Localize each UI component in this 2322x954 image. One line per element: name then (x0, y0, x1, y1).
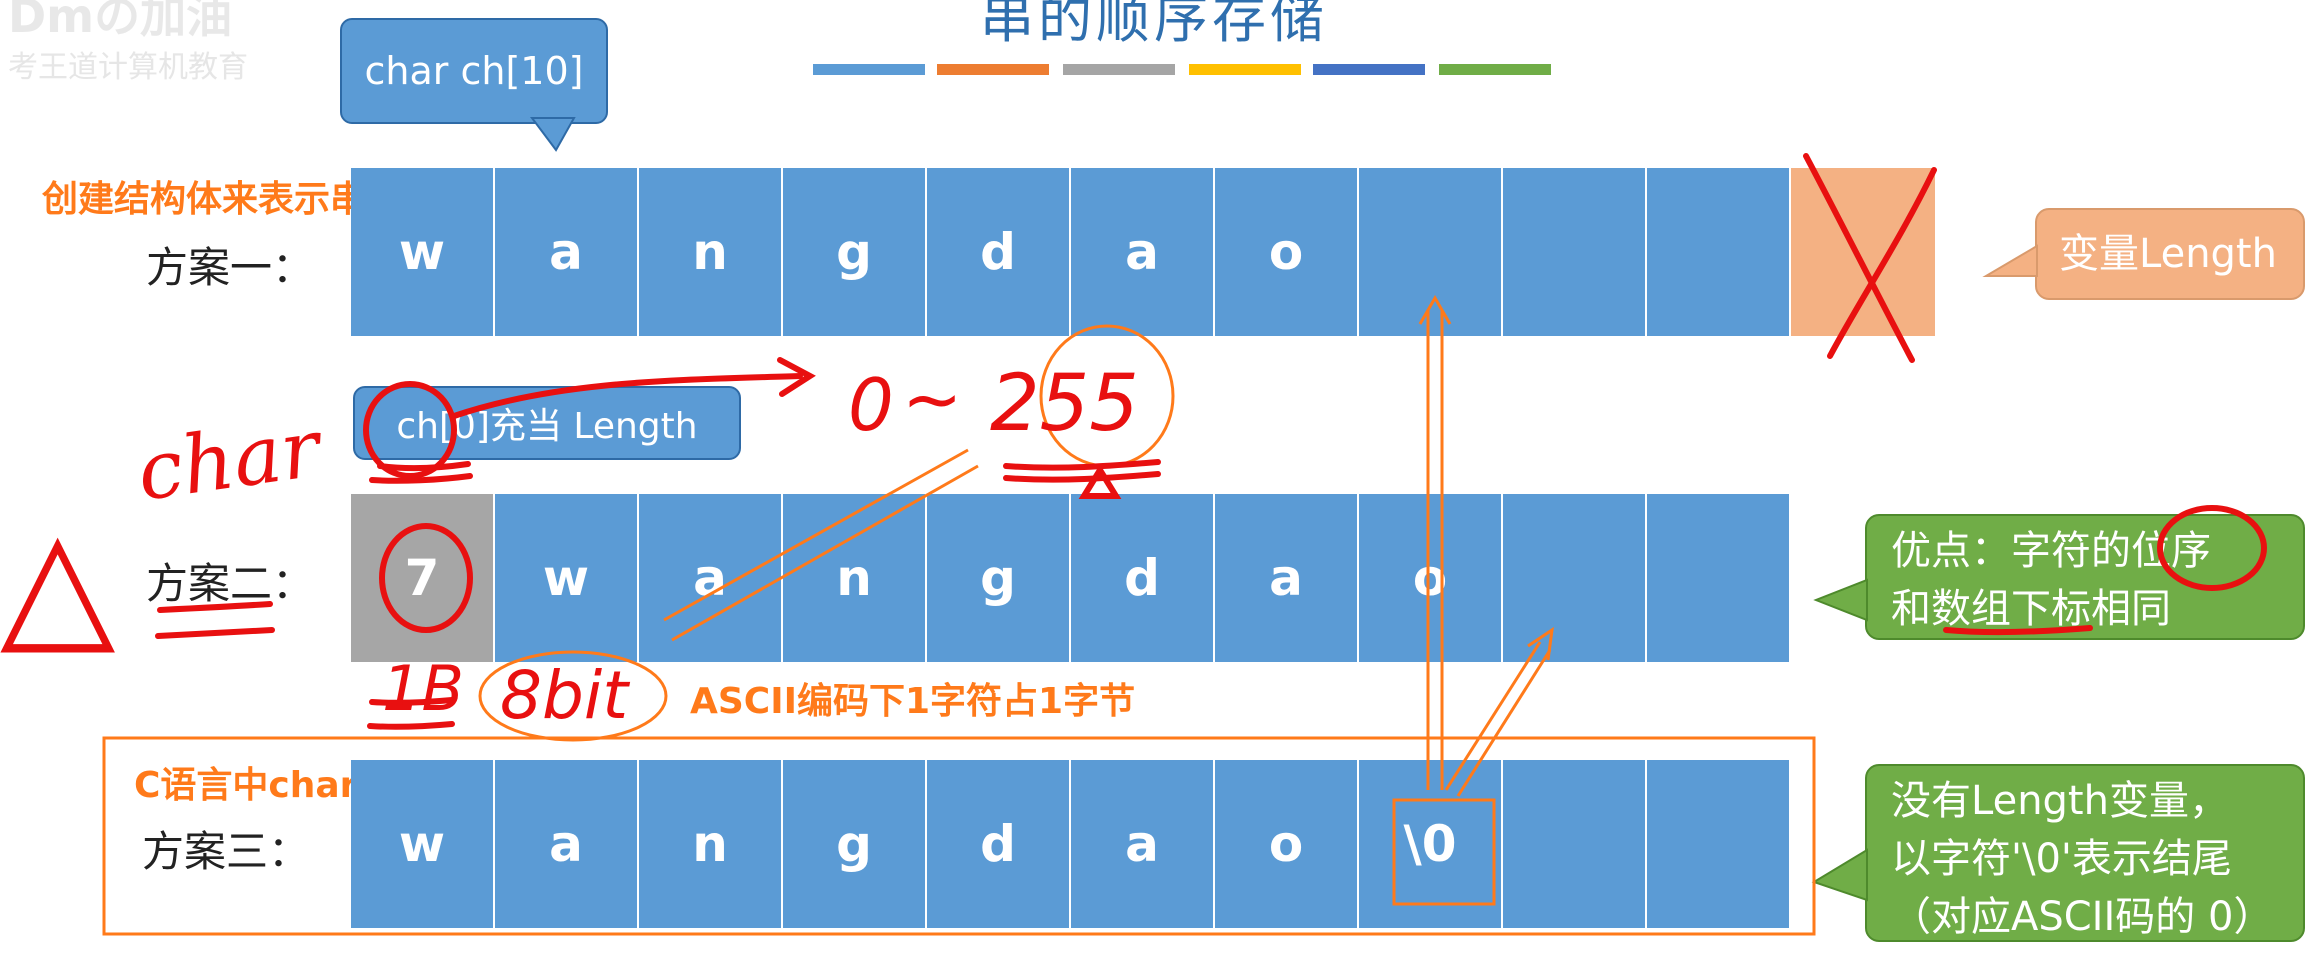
array-cell (1503, 494, 1647, 662)
array-cell: g (927, 494, 1071, 662)
ascii-note: ASCII编码下1字符占1字节 (690, 681, 1136, 722)
scheme-three-label: 方案三： (142, 827, 311, 876)
null-terminator-cell: \0 (1359, 760, 1503, 928)
callout-text: （对应ASCII码的 0） (1891, 894, 2274, 940)
null-terminator-highlight (1392, 798, 1496, 906)
handwritten-range-tilde: ~ (902, 357, 962, 441)
array-cell: a (1071, 168, 1215, 336)
array-cell: w (495, 494, 639, 662)
callout-tail (1813, 578, 1868, 622)
array-cell: d (927, 168, 1071, 336)
color-bar-segment (1189, 64, 1301, 75)
array-cell: w (351, 760, 495, 928)
array-cell: g (783, 760, 927, 928)
ch0-length-bubble-text: ch[0]充当 Length (396, 406, 698, 447)
ch0-length-bubble: ch[0]充当 Length (353, 386, 741, 460)
handwritten-eight-bit: 8bit (500, 657, 630, 734)
slide-title: 串的顺序存储 (980, 0, 1328, 50)
array-cell: a (1071, 760, 1215, 928)
array-cell (1647, 494, 1791, 662)
array-cell (1503, 760, 1647, 928)
array-cell: o (1215, 760, 1359, 928)
scheme-one-array: w a n g d a o (351, 168, 1935, 336)
callout-text: 以字符'\0'表示结尾 (1891, 836, 2232, 882)
color-bar-segment (1439, 64, 1551, 75)
array-cell (1647, 168, 1791, 336)
color-bar-segment (813, 64, 925, 75)
array-cell: n (639, 760, 783, 928)
array-cell: d (927, 760, 1071, 928)
array-cell: n (783, 494, 927, 662)
char-array-bubble-text: char ch[10] (364, 49, 584, 93)
connector-line (663, 448, 979, 642)
no-length-callout: 没有Length变量， 以字符'\0'表示结尾 （对应ASCII码的 0） (1865, 764, 2305, 942)
c-language-frame (102, 736, 1816, 936)
array-cell: d (1071, 494, 1215, 662)
bubble-tail (530, 117, 576, 152)
color-bar-segment (937, 64, 1049, 75)
callout-tail (1811, 848, 1868, 902)
eight-bit-highlight (478, 650, 668, 742)
cross-out-mark (1803, 153, 1937, 363)
scheme-one-label: 方案一： (146, 243, 315, 292)
array-cell: n (639, 168, 783, 336)
scheme-three-array: w a n g d a o \0 (351, 760, 1791, 928)
array-cell (1647, 760, 1791, 928)
ink-annotation (155, 357, 2267, 730)
callout-text: 变量Length (2059, 231, 2277, 277)
array-cell: a (1215, 494, 1359, 662)
array-cell (1359, 168, 1503, 336)
handwritten-char: char (132, 401, 330, 519)
advantage-callout: 优点：字符的位序 和数组下标相同 (1865, 514, 2305, 640)
callout-text: 没有Length变量， (1891, 778, 2229, 824)
array-cell: a (495, 168, 639, 336)
handwritten-range-0: 0 (848, 363, 894, 447)
array-cell: w (351, 168, 495, 336)
array-cell: a (495, 760, 639, 928)
callout-text: 和数组下标相同 (1891, 586, 2171, 632)
array-cell: g (783, 168, 927, 336)
length-variable-callout: 变量Length (2035, 208, 2305, 300)
watermark-subtitle: 考王道计算机教育 (8, 50, 248, 85)
array-cell: o (1215, 168, 1359, 336)
array-cell: a (639, 494, 783, 662)
length-cell (1791, 168, 1935, 336)
scheme-two-label: 方案二： (146, 559, 315, 608)
handwritten-range-255: 255 (990, 359, 1139, 449)
callout-tail (1982, 244, 2038, 277)
pointer-arrow (1418, 294, 1554, 797)
color-bar-segment (1063, 64, 1175, 75)
array-cell (1503, 168, 1647, 336)
handwritten-one-byte: 1B (382, 652, 464, 725)
color-bar-segment (1313, 64, 1425, 75)
watermark-logo: Dmの加油 (8, 0, 233, 43)
handwritten-triangle: △ (0, 496, 115, 670)
char-array-bubble: char ch[10] (340, 18, 608, 124)
scheme-two-array: 7 w a n g d a o (351, 494, 1791, 662)
